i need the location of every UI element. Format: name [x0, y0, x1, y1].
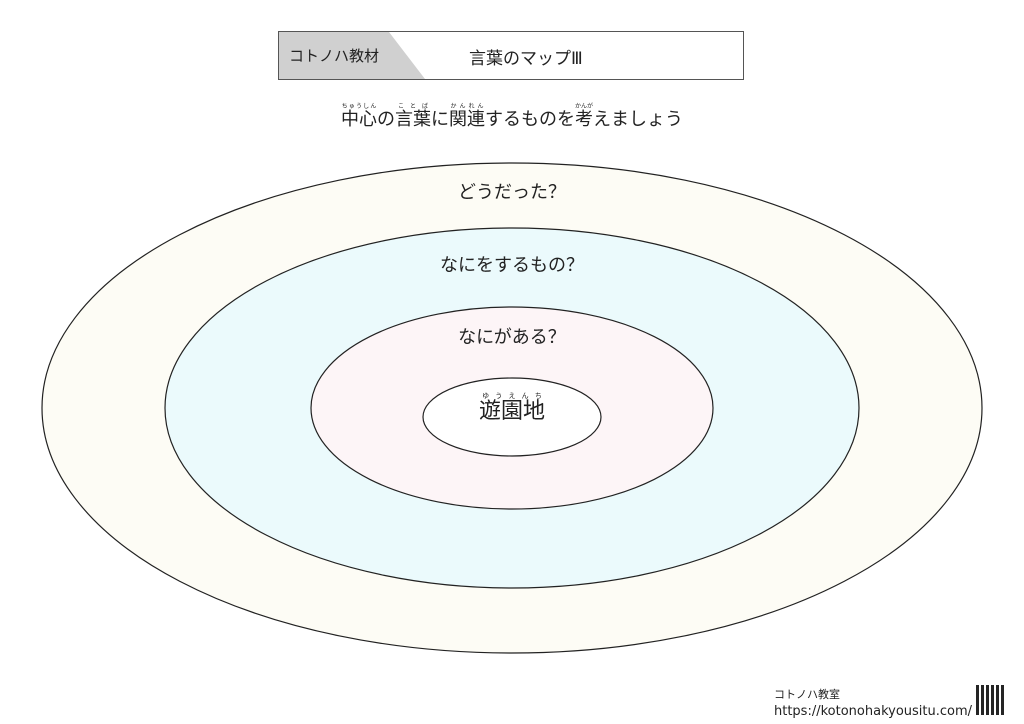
footer-url[interactable]: https://kotonohakyousitu.com/	[774, 704, 973, 719]
worksheet-header: コトノハ教材 言葉のマップⅢ	[278, 31, 744, 80]
footer-name: コトノハ教室	[774, 688, 840, 701]
qr-code	[976, 685, 1006, 715]
ring-center	[422, 377, 602, 457]
ring-inner-label: なにがある？	[458, 327, 566, 348]
brand-label: コトノハ教材	[289, 47, 380, 65]
footer: コトノハ教室 https://kotonohakyousitu.com/	[774, 686, 972, 719]
ring-middle-label: なにをするもの？	[440, 255, 584, 276]
instruction: 中心ちゅうしんの言葉ことばに関連かんれんするものを考かんがえましょう	[340, 103, 683, 130]
center-word: 遊園地ゆうえんち	[478, 392, 545, 424]
worksheet-title: 言葉のマップⅢ	[469, 49, 583, 69]
ring-outer-label: どうだった？	[458, 182, 566, 203]
